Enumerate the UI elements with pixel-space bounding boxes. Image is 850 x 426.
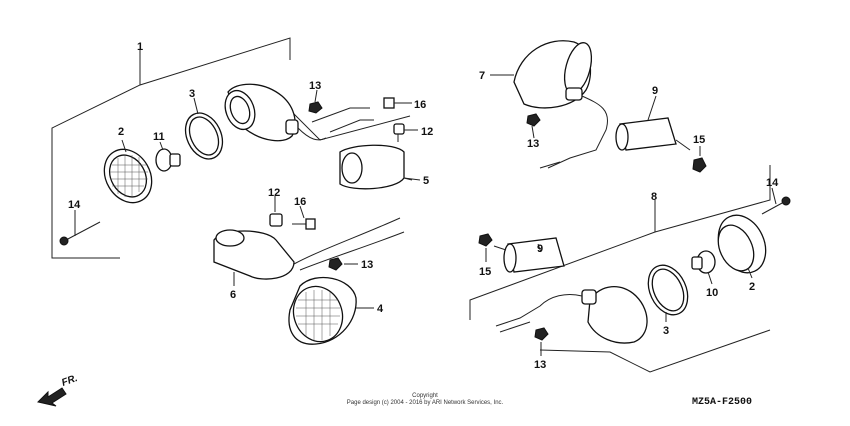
callout-1: 1 <box>137 41 143 53</box>
gasket-part-3-right <box>647 264 689 316</box>
copyright-line-2: Page design (c) 2004 - 2016 by ARI Netwo… <box>347 400 504 406</box>
turn-signal-part-7 <box>513 40 608 169</box>
copyright-line-1: Copyright <box>412 393 438 399</box>
bulb-part-11-left <box>155 148 181 172</box>
turn-signal-part-4 <box>288 276 357 345</box>
resistor-part-9b <box>493 237 565 273</box>
callout-14-a: 14 <box>68 199 81 211</box>
bolt-part-16a <box>383 97 404 109</box>
collar-part-12a <box>393 123 405 142</box>
callout-12-b: 12 <box>268 187 280 199</box>
diagram-code: MZ5A-F2500 <box>692 397 752 408</box>
callout-13-a: 13 <box>309 80 321 92</box>
callout-3-right: 3 <box>663 325 669 337</box>
nut-part-15b <box>478 233 493 247</box>
bulb-part-10-right <box>691 250 716 274</box>
collar-part-12b <box>269 213 283 227</box>
nut-part-15a <box>692 157 707 173</box>
callout-6: 6 <box>230 289 236 301</box>
housing-group-1 <box>224 83 374 142</box>
turn-signal-body-group-8 <box>495 286 648 344</box>
lens-part-2-right <box>717 214 767 274</box>
callout-13-d: 13 <box>534 359 546 371</box>
callout-13-b: 13 <box>361 259 373 271</box>
front-arrow-icon <box>37 387 67 407</box>
callout-3-left: 3 <box>189 88 195 100</box>
callout-9-a: 9 <box>652 85 658 97</box>
callout-12-a: 12 <box>421 126 433 138</box>
callout-7: 7 <box>479 70 485 82</box>
callout-labels: 1 2 3 11 13 16 12 5 14 12 16 13 6 4 7 9 … <box>68 41 779 371</box>
leader-lines <box>74 74 777 356</box>
nut-part-13c <box>526 113 541 127</box>
nut-part-13b <box>328 257 343 271</box>
callout-2-right: 2 <box>749 281 755 293</box>
callout-16-a: 16 <box>414 99 426 111</box>
callout-9-b: 9 <box>537 243 543 255</box>
callout-15-a: 15 <box>693 134 705 146</box>
clamp-part-5 <box>339 144 413 190</box>
callout-13-c: 13 <box>527 138 539 150</box>
callout-14-b: 14 <box>766 177 779 189</box>
callout-4: 4 <box>377 303 384 315</box>
callout-8: 8 <box>651 191 657 203</box>
bracket-part-6 <box>213 217 405 280</box>
front-direction-indicator: FR. <box>37 373 79 407</box>
nut-part-13a <box>308 101 323 114</box>
callout-5: 5 <box>423 175 429 187</box>
callout-15-b: 15 <box>479 266 491 278</box>
screw-part-14a <box>59 221 101 246</box>
nut-part-13d <box>534 327 549 341</box>
front-label: FR. <box>60 373 79 389</box>
callout-16-b: 16 <box>294 196 306 208</box>
lens-part-2-left <box>103 148 153 204</box>
resistor-part-9a <box>615 117 691 151</box>
callout-11: 11 <box>153 131 165 143</box>
bolt-part-16b <box>292 218 316 230</box>
callout-10: 10 <box>706 287 718 299</box>
gasket-part-3-left <box>184 112 224 160</box>
screw-part-14b <box>761 196 791 215</box>
callout-2-left: 2 <box>118 126 124 138</box>
